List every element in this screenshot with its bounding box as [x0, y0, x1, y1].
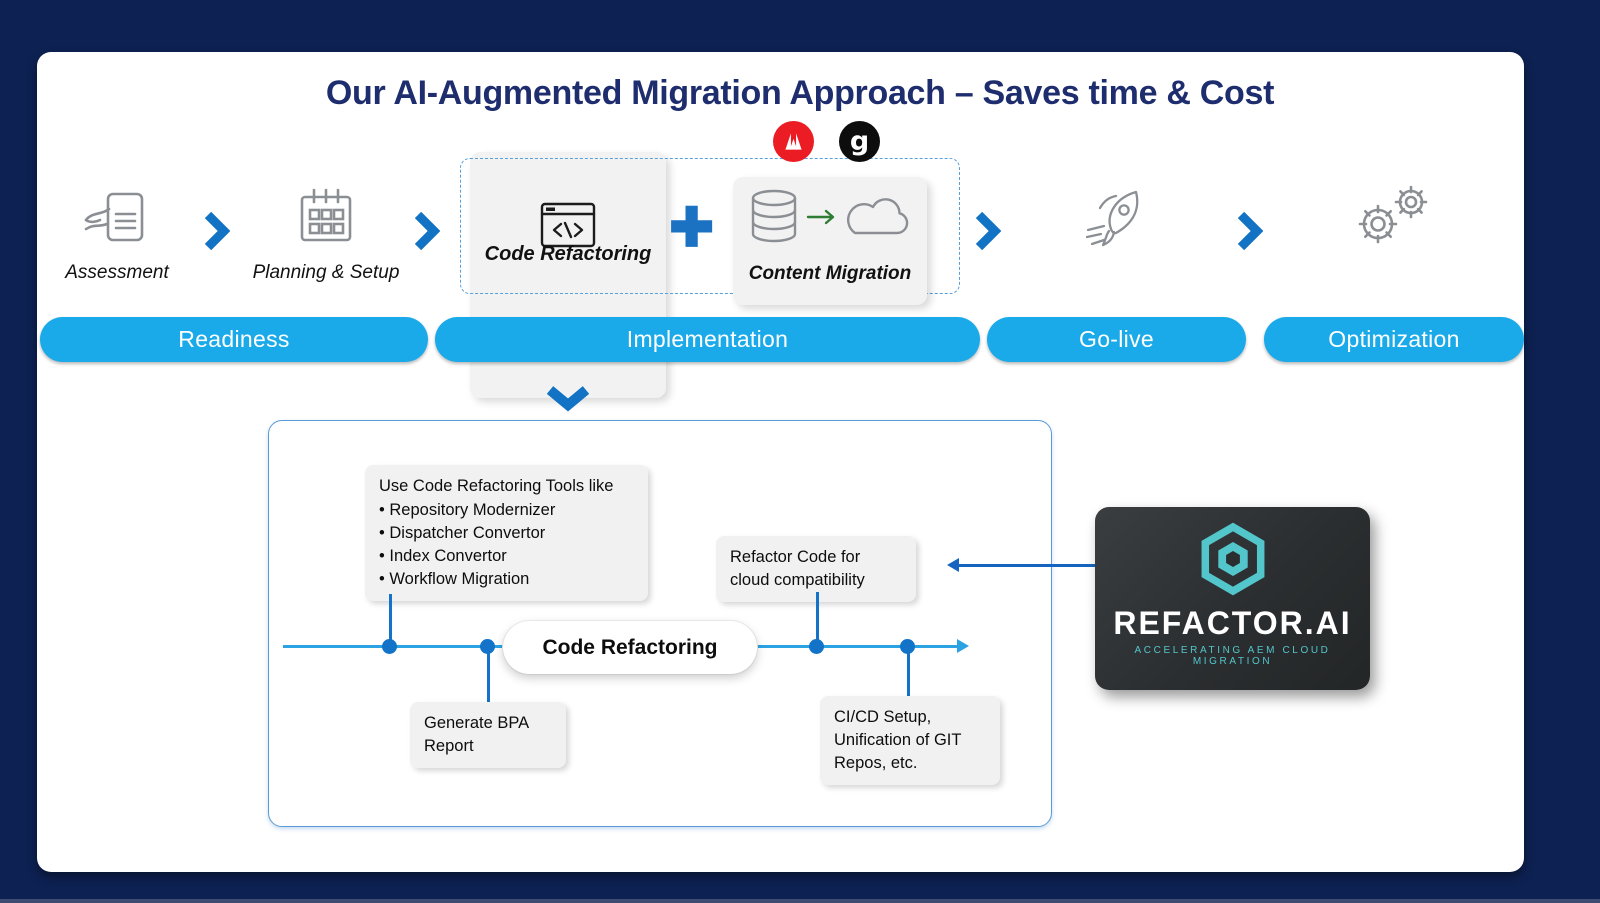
step-label-planning: Planning & Setup — [252, 262, 400, 283]
tools-callout: Use Code Refactoring Tools like Reposito… — [365, 465, 648, 601]
hexagon-logo-icon — [1095, 507, 1370, 597]
step-label-assessment: Assessment — [65, 262, 169, 283]
chevron-right-icon — [204, 212, 230, 250]
timeline-dot — [382, 639, 397, 654]
refactor-code-callout: Refactor Code for cloud compatibility — [716, 536, 916, 602]
tools-callout-title: Use Code Refactoring Tools like — [379, 477, 614, 495]
refactor-ai-logo-card: REFACTOR.AI ACCELERATING AEM CLOUD MIGRA… — [1095, 507, 1370, 690]
rocket-icon — [1080, 186, 1152, 250]
chevron-down-icon — [547, 386, 589, 412]
phase-bar-go-live: Go-live — [987, 317, 1246, 362]
assessment-document-icon — [82, 190, 148, 248]
timeline-arrowhead-icon — [957, 639, 969, 653]
bpa-callout: Generate BPA Report — [410, 702, 566, 768]
connector-line — [907, 646, 910, 697]
adobe-icon — [773, 121, 814, 162]
page-title: Our AI-Augmented Migration Approach – Sa… — [325, 74, 1275, 112]
logo-name: REFACTOR.AI — [1113, 605, 1352, 641]
calendar-icon — [298, 188, 354, 244]
plus-icon: ✚ — [669, 198, 715, 258]
bottom-edge-strip — [0, 899, 1600, 903]
timeline-dot — [809, 639, 824, 654]
connector-line — [816, 592, 819, 646]
chevron-right-icon — [1237, 212, 1263, 250]
timeline-dot — [480, 639, 495, 654]
timeline-dot — [900, 639, 915, 654]
implementation-dashed-group — [460, 158, 960, 294]
content-migration-box: Content Migration — [733, 177, 927, 305]
phase-bar-readiness: Readiness — [40, 317, 428, 362]
phase-bar-optimization: Optimization — [1264, 317, 1524, 362]
connector-line — [487, 646, 490, 703]
step-label-code-refactoring: Code Refactoring — [484, 243, 652, 265]
phase-bar-implementation: Implementation — [435, 317, 980, 362]
tools-list-item: Dispatcher Convertor — [379, 522, 634, 545]
tools-list-item: Repository Modernizer — [379, 499, 634, 522]
tools-list: Repository Modernizer Dispatcher Convert… — [379, 499, 634, 591]
cicd-callout: CI/CD Setup, Unification of GIT Repos, e… — [820, 696, 1000, 785]
database-to-cloud-icon — [746, 187, 914, 249]
gears-icon — [1348, 180, 1434, 250]
g-logo-icon: g — [839, 121, 880, 162]
code-window-icon — [540, 202, 596, 248]
logo-connector-line — [958, 564, 1095, 567]
tools-list-item: Workflow Migration — [379, 568, 634, 591]
chevron-right-icon — [975, 212, 1001, 250]
logo-tagline: ACCELERATING AEM CLOUD MIGRATION — [1134, 645, 1331, 667]
tools-list-item: Index Convertor — [379, 545, 634, 568]
step-label-content-migration: Content Migration — [748, 263, 912, 284]
arrow-left-icon — [947, 558, 959, 572]
connector-line — [389, 594, 392, 646]
timeline-label-pill: Code Refactoring — [503, 621, 757, 674]
chevron-right-icon — [414, 212, 440, 250]
